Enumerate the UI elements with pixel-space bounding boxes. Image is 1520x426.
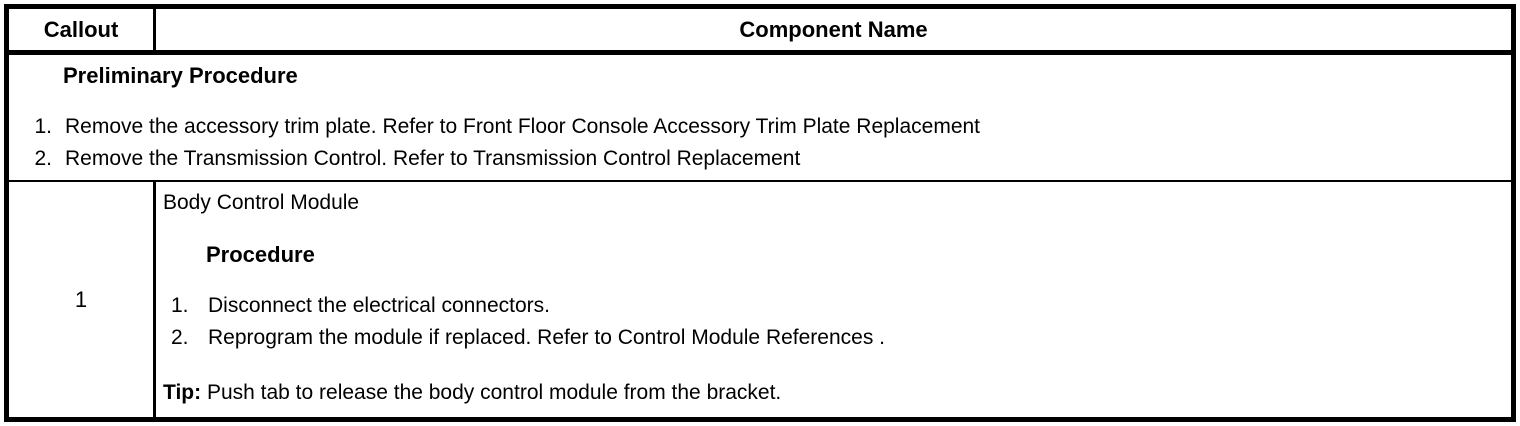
step-number: 1. bbox=[171, 294, 189, 317]
step-number: 1. bbox=[34, 115, 52, 138]
step-number: 2. bbox=[34, 147, 52, 170]
header-cell-callout: Callout bbox=[9, 9, 156, 50]
service-manual-table: Callout Component Name Preliminary Proce… bbox=[4, 4, 1516, 422]
tip-text: Push tab to release the body control mod… bbox=[201, 381, 782, 404]
preliminary-step: 1. Remove the accessory trim plate. Refe… bbox=[9, 111, 1511, 143]
component-cell: Body Control Module Procedure 1. Disconn… bbox=[156, 182, 1511, 417]
preliminary-step: 2. Remove the Transmission Control. Refe… bbox=[9, 143, 1511, 175]
procedure-step: 2. Reprogram the module if replaced. Ref… bbox=[163, 322, 1501, 354]
preliminary-step-list: 1. Remove the accessory trim plate. Refe… bbox=[9, 111, 1511, 175]
step-text: Reprogram the module if replaced. Refer … bbox=[208, 326, 886, 349]
tip-label: Tip: bbox=[163, 381, 202, 404]
preliminary-procedure-section: Preliminary Procedure 1. Remove the acce… bbox=[9, 55, 1511, 182]
step-text: Disconnect the electrical connectors. bbox=[208, 294, 550, 317]
tip-line: Tip: Push tab to release the body contro… bbox=[163, 379, 1501, 407]
step-text: Remove the Transmission Control. Refer t… bbox=[65, 147, 801, 170]
table-row: 1 Body Control Module Procedure 1. Disco… bbox=[9, 182, 1511, 417]
component-name: Body Control Module bbox=[163, 191, 360, 214]
procedure-title: Procedure bbox=[206, 242, 315, 267]
procedure-step-list: 1. Disconnect the electrical connectors.… bbox=[163, 290, 1501, 354]
table-header-row: Callout Component Name bbox=[9, 9, 1511, 55]
header-cell-component-name: Component Name bbox=[739, 16, 928, 42]
step-text: Remove the accessory trim plate. Refer t… bbox=[65, 115, 981, 138]
procedure-step: 1. Disconnect the electrical connectors. bbox=[163, 290, 1501, 322]
callout-cell: 1 bbox=[9, 182, 156, 417]
step-number: 2. bbox=[171, 326, 189, 349]
preliminary-procedure-title: Preliminary Procedure bbox=[63, 63, 298, 88]
